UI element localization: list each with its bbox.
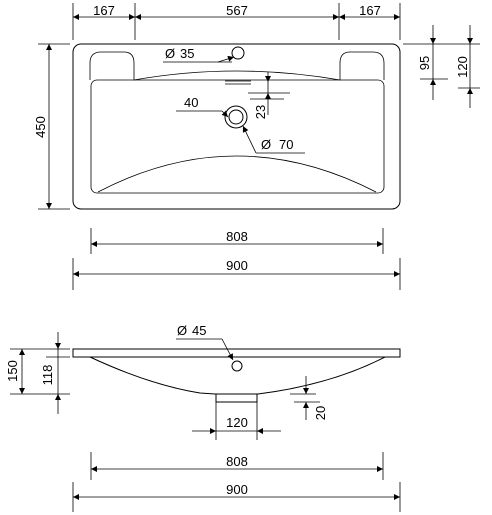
dim-side-inner-width: 808 [226,454,248,469]
basin-body-side [89,356,386,395]
dim-side-outer-width: 900 [226,482,248,497]
dim-total-height: 150 [5,360,20,382]
dim-drain-diameter: 70 [279,137,293,152]
dim-right-deck: 167 [359,3,381,18]
dim-side-tap-symbol: Ø [177,323,187,338]
dim-inner-width: 808 [226,229,248,244]
dim-outer-width: 900 [226,258,248,273]
side-view: Ø 45 150 118 20 120 808 900 [5,323,401,512]
dim-drain-width: 120 [226,415,248,430]
basin-bowl-top [90,79,385,194]
bowl-front-curve [97,155,377,193]
dim-tap-hole-diameter: 35 [180,46,194,61]
dim-drain-offset: 40 [184,95,198,110]
tap-hole-side [231,360,243,372]
dim-deck-depth: 95 [417,56,432,70]
drain-outer [224,105,248,129]
back-ledge [89,51,385,81]
dim-drain-height: 20 [313,406,328,420]
dim-drain-symbol: Ø [261,137,271,152]
top-view: 167 567 167 450 95 120 Ø 35 23 [33,3,480,290]
dim-left-deck: 167 [93,3,115,18]
dim-bowl-center: 567 [226,3,248,18]
drain-inner [228,109,244,125]
dim-side-tap-diameter: 45 [192,323,206,338]
dim-body-height: 118 [40,365,55,386]
dim-rim-depth: 120 [455,56,470,78]
drain-spigot [215,393,258,403]
overflow-slot [225,80,251,85]
basin-rim-side [72,348,401,358]
dim-overflow-offset: 23 [253,105,268,119]
dim-depth: 450 [33,116,48,138]
tap-hole-top [231,46,245,60]
basin-outline-top [72,43,401,210]
dim-tap-hole-symbol: Ø [165,46,175,61]
